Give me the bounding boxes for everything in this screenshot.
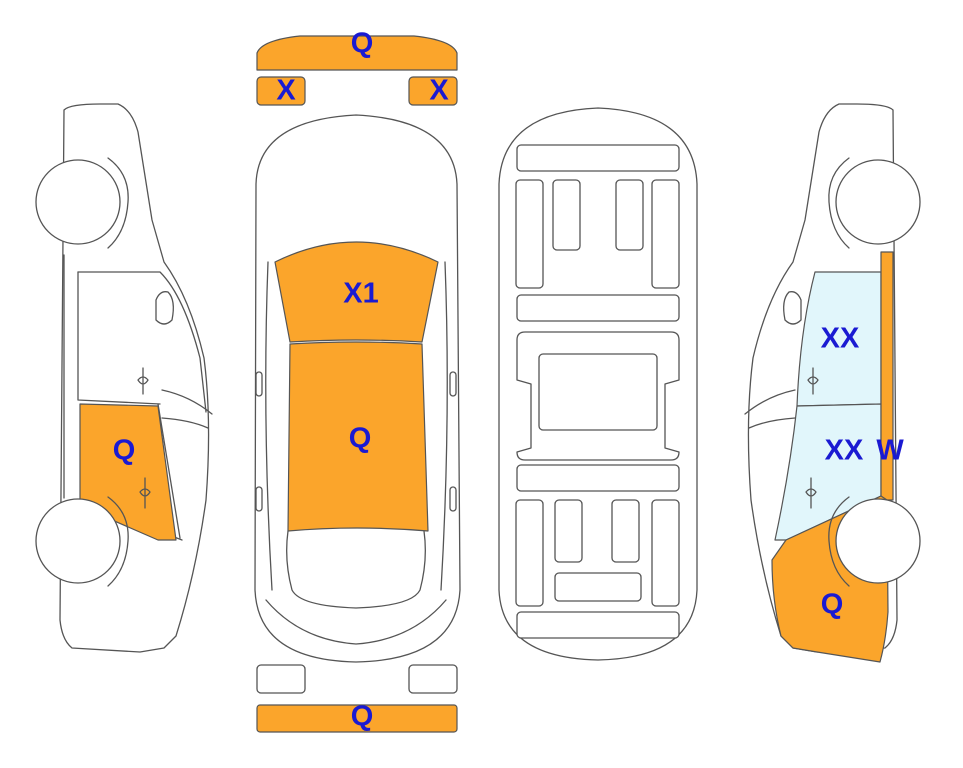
left-side-wheel-arch-1: [107, 157, 129, 249]
top-right-side-line: [440, 261, 448, 591]
right-side-door-handle-2: [805, 477, 817, 509]
right-side-wheel-arch-2: [828, 496, 850, 587]
left-side-front-door-window: [161, 389, 213, 415]
hood-panel: [274, 241, 439, 343]
left-side-wheel-arch-2: [107, 496, 129, 587]
right-headlight-panel: [408, 76, 458, 106]
front-bumper-panel: [256, 35, 458, 71]
left-side-rear-door-panel: [79, 403, 177, 541]
top-right-mirror: [449, 371, 457, 397]
rear-bumper-panel: [256, 704, 458, 733]
underside-front-inner-left: [552, 179, 581, 251]
right-side-front-wheel: [835, 159, 921, 245]
front-bumper-label: Q: [351, 28, 374, 60]
right-side-quarter-label: Q: [821, 589, 844, 621]
underside-view: [498, 107, 698, 661]
right-side-front-door-label: XX: [821, 323, 860, 355]
right-side-pillar-label: W: [876, 435, 904, 467]
right-side-rear-door-label: XX: [825, 435, 864, 467]
top-view: Q X X X1 Q Q: [254, 28, 461, 733]
top-rear-trunk: [265, 599, 447, 645]
left-side-mirror: [155, 291, 174, 325]
underside-mid-crossmember-2: [516, 464, 680, 492]
rear-right-light: [408, 664, 458, 694]
underside-center-tunnel: [538, 353, 658, 431]
left-side-belt-line: [77, 271, 161, 405]
left-headlight-panel: [256, 76, 306, 106]
underside-front-inner-right: [615, 179, 644, 251]
left-side-door-line: [157, 403, 181, 539]
roof-label: Q: [349, 423, 372, 455]
underside-rear-left-rail: [515, 499, 544, 607]
rear-bumper-label: Q: [351, 701, 374, 733]
left-side-view: Q: [35, 103, 213, 653]
left-side-front-wheel: [35, 159, 121, 245]
underside-rear-box: [554, 572, 642, 602]
left-side-front-door-window-2: [161, 417, 209, 429]
left-side-rear-door-label: Q: [113, 435, 136, 467]
left-side-door-handle-1: [137, 367, 149, 395]
underside-rear-right-rail: [651, 499, 680, 607]
underside-rear-crossmember: [516, 611, 680, 639]
right-headlight-label: X: [429, 75, 449, 107]
left-side-door-handle-2: [139, 477, 151, 509]
top-left-side-line: [265, 261, 273, 591]
underside-front-crossmember: [516, 144, 680, 172]
left-side-window-line: [77, 271, 207, 413]
right-side-front-door-window-2: [748, 417, 796, 429]
top-rear-window: [286, 530, 426, 609]
right-side-pillar-panel: [880, 251, 894, 501]
left-headlight-label: X: [276, 75, 296, 107]
left-side-rear-wheel: [35, 498, 121, 584]
right-side-view: XX XX W Q: [744, 103, 921, 663]
top-right-rear-mirror: [449, 486, 457, 512]
right-side-front-door-window: [744, 389, 796, 415]
right-side-rear-wheel: [835, 498, 921, 584]
top-left-rear-mirror: [255, 486, 263, 512]
right-side-wheel-arch-1: [828, 157, 850, 249]
underside-front-left-rail: [515, 179, 544, 289]
right-side-door-handle-1: [807, 367, 819, 395]
underside-rear-inner-left: [554, 499, 583, 563]
top-left-mirror: [255, 371, 263, 397]
rear-left-light: [256, 664, 306, 694]
underside-mid-crossmember-1: [516, 294, 680, 322]
underside-front-right-rail: [651, 179, 680, 289]
hood-label: X1: [343, 278, 378, 310]
roof-panel: [287, 341, 429, 532]
underside-rear-inner-right: [611, 499, 640, 563]
right-side-mirror: [783, 291, 802, 325]
